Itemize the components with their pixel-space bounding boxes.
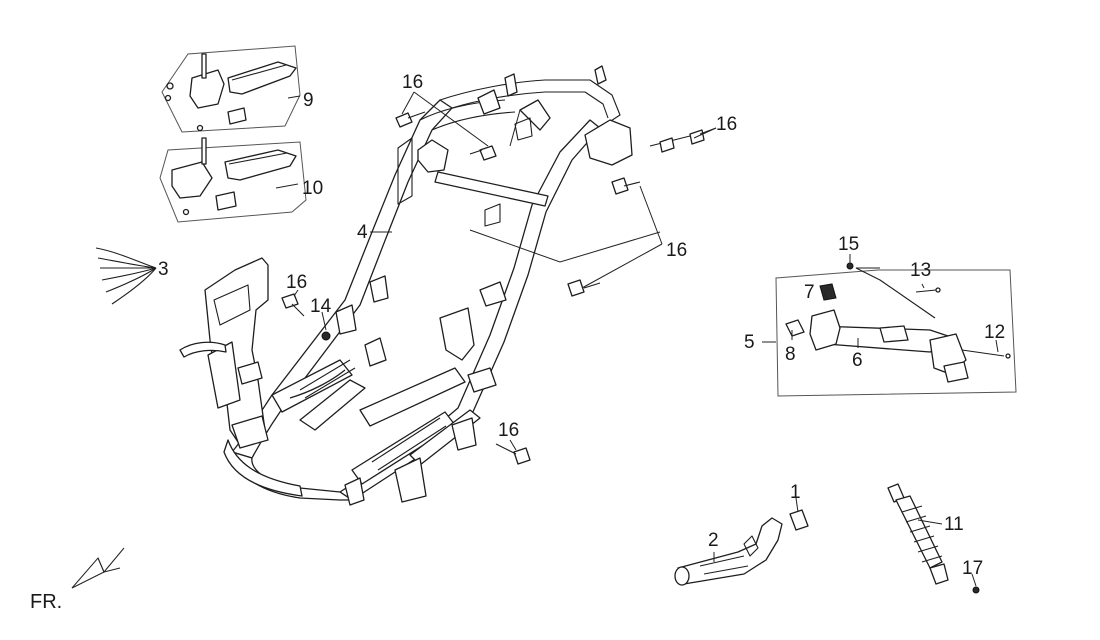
bolt-16-a [395, 111, 426, 128]
engine-hanger-assembly [775, 262, 1017, 397]
nut-14 [321, 331, 331, 341]
bolt-16-e [567, 279, 601, 297]
intake-duct [674, 509, 809, 586]
callout-10: 10 [302, 178, 323, 199]
leader-lines [293, 91, 999, 587]
callout-3: 3 [158, 259, 169, 280]
callout-16-top: 16 [402, 72, 423, 93]
bolt-16-b [469, 145, 497, 161]
bolt-16-d [611, 177, 641, 195]
direction-label: FR. [30, 591, 62, 613]
callout-4: 4 [357, 222, 368, 243]
footrest-assembly-9 [161, 45, 301, 133]
callout-6: 6 [852, 350, 863, 371]
callout-16-right: 16 [716, 114, 737, 135]
callout-17: 17 [962, 558, 983, 579]
main-frame [179, 65, 661, 506]
callout-8: 8 [785, 344, 796, 365]
bolt-16-f [281, 293, 305, 317]
wire-harness [95, 247, 157, 305]
callout-labels: 1 2 3 4 5 6 7 8 9 10 11 12 13 14 15 16 1… [30, 72, 1005, 613]
front-direction-arrow [71, 547, 125, 589]
callout-1: 1 [790, 482, 801, 503]
callout-16-left: 16 [286, 272, 307, 293]
callout-15: 15 [838, 234, 859, 255]
callout-16-mid: 16 [666, 240, 687, 261]
callout-7: 7 [804, 282, 815, 303]
callout-11: 11 [944, 514, 964, 535]
bolt-16-c [649, 129, 705, 153]
rear-shock [887, 483, 980, 594]
callout-5: 5 [744, 332, 755, 353]
callout-14: 14 [310, 296, 332, 317]
callout-9: 9 [303, 90, 314, 111]
callout-13: 13 [910, 260, 931, 281]
callout-12: 12 [984, 322, 1005, 343]
callout-16-bottom: 16 [498, 420, 519, 441]
footrest-assembly-10 [159, 137, 307, 223]
bolt-16-g [495, 443, 531, 465]
callout-2: 2 [708, 530, 719, 551]
